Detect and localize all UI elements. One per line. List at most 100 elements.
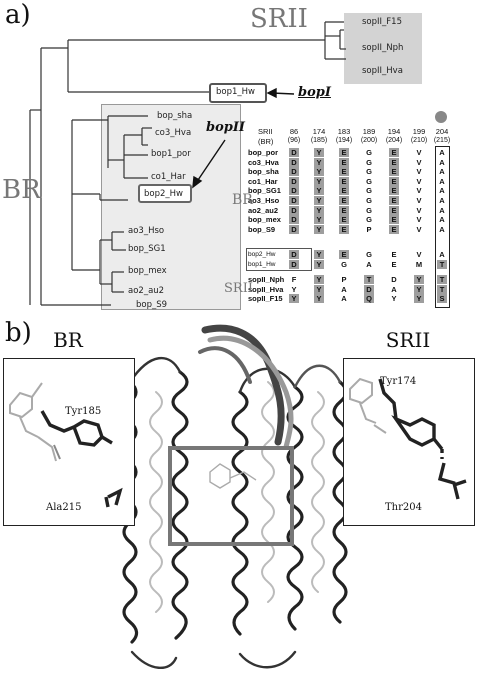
residue-cell: E xyxy=(389,224,399,234)
br-group-label: BR xyxy=(2,175,41,205)
leaf-sopii-hva: sopII_Hva xyxy=(362,66,403,76)
residue-cell: Y xyxy=(314,167,324,177)
residue-cell: E xyxy=(339,196,349,205)
residue-cell: Y xyxy=(314,186,324,196)
residue-cell: Y xyxy=(314,176,324,186)
leaf-bop-sg1: bop_SG1 xyxy=(128,244,166,254)
residue-cell: Y xyxy=(414,275,424,284)
leaf-ao2-au2: ao2_au2 xyxy=(128,286,165,296)
leaf-bop2-hw: bop2_Hw xyxy=(144,189,183,199)
residue-cell: D xyxy=(289,224,299,234)
residue-cell: G xyxy=(366,215,372,225)
br-tyr185-label: Tyr185 xyxy=(65,406,102,417)
sr2-shade-box xyxy=(344,13,422,84)
alignment-row-name: ao3_Hso xyxy=(248,196,280,205)
position-number: 194 xyxy=(387,127,401,136)
residue-cell: G xyxy=(366,167,372,177)
alignment-br-label: BR xyxy=(232,192,253,208)
residue-cell: E xyxy=(389,176,399,186)
residue-cell: A xyxy=(439,196,445,205)
hw-rows-box xyxy=(246,248,312,271)
residue-cell: V xyxy=(416,215,422,225)
residue-cell: A xyxy=(366,259,372,269)
residue-cell: E xyxy=(339,250,349,259)
residue-cell: V xyxy=(416,205,422,215)
alignment-row-name: ao2_au2 xyxy=(248,205,279,215)
phylogenetic-tree xyxy=(29,21,447,306)
bopi-label: bopI xyxy=(298,85,331,100)
residue-cell: Y xyxy=(314,215,324,225)
srii-inset-box xyxy=(343,358,475,526)
residue-cell: F xyxy=(291,275,297,284)
residue-cell: Y xyxy=(314,275,324,284)
residue-cell: E xyxy=(389,215,399,225)
alignment-row-name: sopII_F15 xyxy=(248,294,283,304)
alignment-row-name: bop_S9 xyxy=(248,224,276,234)
position-number: 189 xyxy=(362,127,376,136)
residue-cell: D xyxy=(289,148,299,157)
residue-cell: D xyxy=(289,205,299,215)
residue-cell: G xyxy=(366,176,372,186)
residue-cell: E xyxy=(389,167,399,177)
residue-cell: E xyxy=(339,157,349,167)
residue-cell: V xyxy=(416,196,422,205)
residue-cell: A xyxy=(439,224,445,234)
residue-cell: E xyxy=(389,148,399,157)
residue-cell: Y xyxy=(289,294,299,304)
residue-cell: G xyxy=(366,205,372,215)
residue-cell: E xyxy=(339,186,349,196)
residue-cell: T xyxy=(437,259,447,269)
position-number: 183 xyxy=(337,127,351,136)
residue-cell: P xyxy=(341,275,347,284)
residue-cell: Y xyxy=(314,205,324,215)
leaf-bop-s9: bop_S9 xyxy=(136,300,168,310)
residue-cell: E xyxy=(389,205,399,215)
residue-cell: V xyxy=(416,176,422,186)
residue-cell: V xyxy=(416,157,422,167)
bopii-label: bopII xyxy=(206,120,246,135)
alignment-row-name: bop2_Hw xyxy=(248,251,276,258)
residue-cell: A xyxy=(439,167,445,177)
residue-cell: A xyxy=(439,148,445,157)
residue-cell: E xyxy=(391,259,397,269)
residue-cell: E xyxy=(339,167,349,177)
residue-cell: T xyxy=(437,275,447,284)
residue-cell: D xyxy=(364,284,374,294)
highlight-column-box xyxy=(435,146,450,308)
residue-cell: S xyxy=(437,294,447,304)
leaf-co1-har: co1_Har xyxy=(151,172,186,182)
position-number: 204 xyxy=(435,127,449,136)
residue-cell: Y xyxy=(314,196,324,205)
residue-cell: G xyxy=(366,186,372,196)
residue-cell: Y xyxy=(314,284,324,294)
residue-cell: E xyxy=(339,224,349,234)
alignment-row-name: sopII_Nph xyxy=(248,275,285,284)
residue-cell: A xyxy=(341,284,347,294)
br-position-number: (204) xyxy=(385,137,403,144)
residue-cell: Y xyxy=(414,294,424,304)
residue-cell: D xyxy=(289,176,299,186)
srii-inset-title: SRII xyxy=(385,328,431,352)
residue-cell: E xyxy=(391,250,397,259)
leaf-bop-mex: bop_mex xyxy=(128,266,167,276)
residue-cell: D xyxy=(289,259,299,269)
residue-cell: E xyxy=(339,215,349,225)
residue-cell: Y xyxy=(314,294,324,304)
residue-cell: A xyxy=(391,284,397,294)
alignment-row-name: bop_SG1 xyxy=(248,186,281,196)
residue-cell: Q xyxy=(364,294,374,304)
residue-cell: A xyxy=(439,186,445,196)
residue-cell: Y xyxy=(314,157,324,167)
alignment-row-name: bop1_Hw xyxy=(248,260,276,268)
br-inset-box xyxy=(3,358,135,526)
residue-cell: V xyxy=(416,148,422,157)
br-position-number: (185) xyxy=(310,137,328,144)
residue-cell: D xyxy=(289,157,299,167)
residue-cell: G xyxy=(366,250,372,259)
residue-cell: V xyxy=(416,186,422,196)
alignment-srii-label: SRII xyxy=(224,281,253,296)
residue-cell: A xyxy=(439,176,445,186)
panel-b-label: b) xyxy=(5,318,32,348)
br-position-number: (200) xyxy=(360,137,378,144)
residue-cell: E xyxy=(389,157,399,167)
